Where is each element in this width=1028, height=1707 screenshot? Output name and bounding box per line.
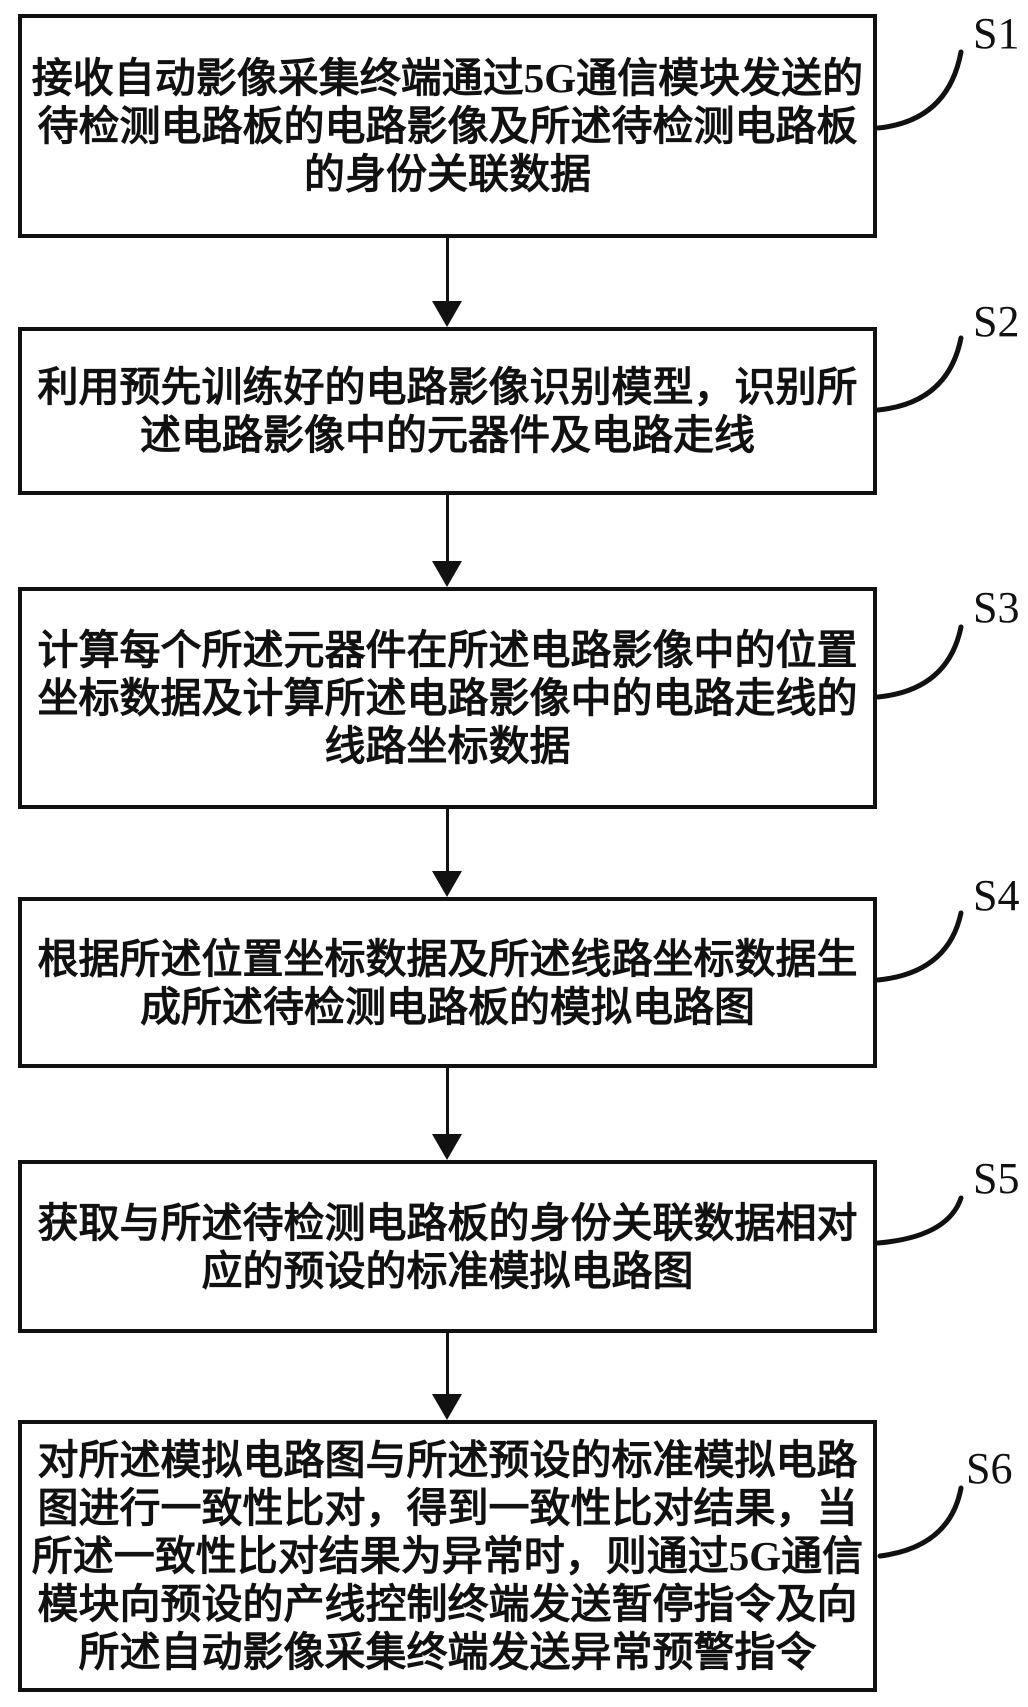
step-text-line: 接收自动影像采集终端通过5G通信模块发送的 xyxy=(31,55,864,101)
arrow-shaft xyxy=(445,1068,449,1134)
step-box-s3: 计算每个所述元器件在所述电路影像中的位置 坐标数据及计算所述电路影像中的电路走线… xyxy=(18,587,877,809)
step-box-s6: 对所述模拟电路图与所述预设的标准模拟电路 图进行一致性比对，得到一致性比对结果，… xyxy=(18,1420,877,1692)
step-text-line: 述电路影像中的元器件及电路走线 xyxy=(140,412,755,458)
arrow-head-icon xyxy=(432,871,462,897)
step-text-line: 所述一致性比对结果为异常时，则通过5G通信 xyxy=(31,1533,864,1579)
step-text-line: 所述自动影像采集终端发送异常预警指令 xyxy=(78,1629,817,1675)
step-text-line: 成所述待检测电路板的模拟电路图 xyxy=(140,983,755,1030)
arrow-head-icon xyxy=(432,301,462,327)
step-label-s5: S5 xyxy=(973,1154,1020,1203)
step-text-line: 图进行一致性比对，得到一致性比对结果，当 xyxy=(37,1485,858,1531)
flow-arrow-3 xyxy=(432,809,462,897)
flow-arrow-2 xyxy=(432,495,462,587)
step-label-s6: S6 xyxy=(966,1444,1013,1493)
step-text-line: 的身份关联数据 xyxy=(304,151,591,197)
flow-arrow-1 xyxy=(432,238,462,327)
leader-curve-s4 xyxy=(875,910,964,983)
leader-curve-s3 xyxy=(875,624,964,700)
step-label-s1: S1 xyxy=(973,9,1020,58)
step-text-line: 应的预设的标准模拟电路图 xyxy=(201,1247,694,1294)
step-box-s5: 获取与所述待检测电路板的身份关联数据相对 应的预设的标准模拟电路图 xyxy=(18,1160,877,1333)
step-text-line: 对所述模拟电路图与所述预设的标准模拟电路 xyxy=(37,1437,858,1483)
step-text-line: 待检测电路板的电路影像及所述待检测电路板 xyxy=(37,103,858,149)
step-text-line: 坐标数据及计算所述电路影像中的电路走线的 xyxy=(37,675,858,721)
arrow-shaft xyxy=(445,1333,449,1394)
arrow-head-icon xyxy=(432,561,462,587)
leader-curve-s6 xyxy=(877,1485,964,1559)
step-box-s4: 根据所述位置坐标数据及所述线路坐标数据生 成所述待检测电路板的模拟电路图 xyxy=(18,897,877,1068)
step-text-line: 根据所述位置坐标数据及所述线路坐标数据生 xyxy=(37,935,858,982)
arrow-shaft xyxy=(445,809,449,871)
arrow-shaft xyxy=(445,495,449,561)
leader-curve-s5 xyxy=(875,1195,964,1246)
leader-curve-s1 xyxy=(875,49,964,131)
flow-arrow-5 xyxy=(432,1333,462,1420)
flow-arrow-4 xyxy=(432,1068,462,1160)
step-label-s2: S2 xyxy=(973,297,1020,346)
arrow-head-icon xyxy=(432,1394,462,1420)
step-text-line: 模块向预设的产线控制终端发送暂停指令及向 xyxy=(37,1581,858,1627)
step-text-line: 线路坐标数据 xyxy=(324,723,571,769)
leader-curve-s2 xyxy=(875,335,964,413)
step-label-s3: S3 xyxy=(973,583,1020,632)
step-label-s4: S4 xyxy=(973,871,1020,920)
step-text-line: 利用预先训练好的电路影像识别模型，识别所 xyxy=(37,364,858,410)
step-box-s2: 利用预先训练好的电路影像识别模型，识别所 述电路影像中的元器件及电路走线 xyxy=(18,327,877,495)
step-text-line: 计算每个所述元器件在所述电路影像中的位置 xyxy=(37,627,858,673)
step-box-s1: 接收自动影像采集终端通过5G通信模块发送的 待检测电路板的电路影像及所述待检测电… xyxy=(18,14,877,238)
arrow-shaft xyxy=(445,238,449,301)
step-text-line: 获取与所述待检测电路板的身份关联数据相对 xyxy=(37,1199,858,1246)
arrow-head-icon xyxy=(432,1134,462,1160)
